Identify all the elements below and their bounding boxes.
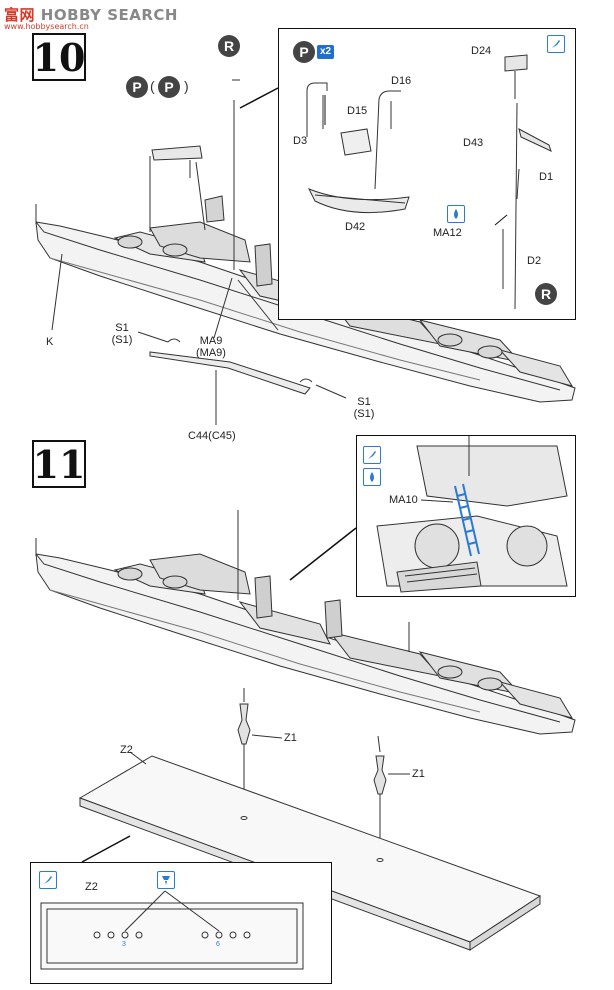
label-z1-right: Z1 (412, 768, 425, 780)
step-10-detail-inset: P x2 R D24 D16 D15 D3 D43 D1 D42 MA12 D2 (278, 28, 576, 320)
step-10-p2-marker: P (158, 76, 180, 98)
watermark-brand: HOBBY SEARCH (40, 6, 178, 24)
paint-drop-icon (447, 205, 465, 223)
step-10-paren-open: ( (150, 78, 155, 94)
inset-p-text: P (299, 44, 309, 60)
label-d43: D43 (463, 137, 484, 149)
paint-brush-icon (547, 35, 565, 53)
glue-cement-icon (157, 871, 175, 889)
watermark-prefix: 富 (4, 6, 20, 24)
paint-drop-icon (363, 468, 381, 486)
watermark: 富网 HOBBY SEARCH (4, 4, 178, 25)
step-10-p2-text: P (164, 79, 174, 95)
step-10-p-text: P (132, 79, 142, 95)
paren-close-text: ) (184, 78, 189, 94)
base-hole-6: 6 (216, 941, 220, 948)
label-d42: D42 (345, 221, 366, 233)
label-s1-left-alt: (S1) (111, 334, 133, 346)
step-11-detail-inset: MA10 (356, 435, 576, 597)
paren-open-text: ( (150, 78, 155, 94)
label-ma10: MA10 (389, 494, 418, 506)
inset-r-marker: R (535, 283, 557, 305)
watermark-url: www.hobbysearch.cn (4, 22, 89, 31)
step-10-inset-drawing (306, 54, 552, 310)
label-s1-right-main: S1 (357, 396, 371, 408)
base-label-z2: Z2 (85, 881, 98, 893)
label-d16: D16 (391, 75, 412, 87)
label-z2: Z2 (120, 744, 133, 756)
label-d1: D1 (539, 171, 554, 183)
step-10-label: 10 (32, 34, 86, 80)
step-11-number: 11 (32, 440, 86, 488)
label-d15: D15 (347, 105, 368, 117)
step-10-r-marker: R (218, 35, 240, 57)
label-ma12: MA12 (433, 227, 462, 239)
label-d24: D24 (471, 45, 492, 57)
base-detail-inset: Z2 3 6 (30, 862, 332, 984)
label-k: K (46, 336, 54, 348)
label-s1-right-alt: (S1) (353, 408, 375, 420)
label-ma9: MA9 (MA9) (194, 335, 228, 359)
label-d2: D2 (527, 255, 542, 267)
label-z1-left: Z1 (284, 732, 297, 744)
label-s1-right: S1 (S1) (350, 396, 378, 420)
paint-brush-icon (39, 871, 57, 889)
step-10-number: 10 (32, 33, 86, 81)
paint-brush-icon (363, 446, 381, 464)
base-top-view-drawing (40, 890, 304, 970)
base-hole-3: 3 (122, 941, 126, 948)
label-ma9-main: MA9 (199, 335, 223, 347)
step-11-label: 11 (32, 441, 86, 487)
step-10-p-marker: P (126, 76, 148, 98)
step-11-ship-drawing (35, 510, 576, 951)
inset-r-text: R (540, 286, 552, 302)
label-d3: D3 (293, 135, 308, 147)
step-10-r-text: R (223, 38, 235, 54)
label-s1-left-main: S1 (115, 322, 129, 334)
label-ma9-alt: (MA9) (196, 347, 226, 359)
step-10-paren-close: ) (184, 78, 189, 94)
x2-badge: x2 (317, 45, 335, 59)
label-s1-left: S1 (S1) (108, 322, 136, 346)
inset-p-marker: P (293, 41, 315, 63)
watermark-mid: 网 (19, 6, 36, 24)
label-c44: C44(C45) (188, 430, 236, 442)
step-11-inset-drawing (376, 436, 568, 593)
